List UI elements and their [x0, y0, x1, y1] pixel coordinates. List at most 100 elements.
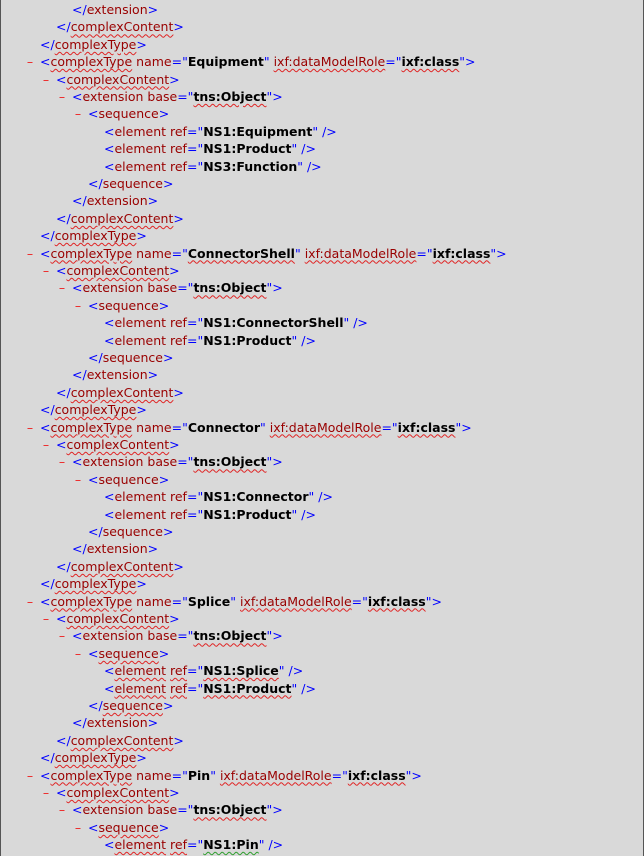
xml-code: <element ref="NS1:Equipment" /> — [104, 123, 337, 140]
xml-token: =" — [186, 332, 204, 348]
collapse-toggle[interactable]: – — [42, 611, 50, 626]
xml-token: </ — [40, 402, 55, 418]
xml-token: NS1:ConnectorShell — [203, 315, 344, 331]
xml-token: ref — [170, 837, 187, 853]
collapse-toggle[interactable]: – — [42, 263, 50, 278]
xml-token: ref — [170, 680, 187, 696]
xml-token: Splice — [187, 593, 231, 609]
xml-token: < — [104, 837, 115, 853]
collapse-toggle[interactable]: – — [74, 106, 82, 122]
collapse-toggle[interactable]: – — [26, 54, 34, 70]
xml-token: < — [104, 506, 115, 522]
xml-token: sequence — [102, 698, 163, 713]
xml-line: –<complexType name="Equipment" ixf:dataM… — [1, 53, 643, 70]
xml-token: </ — [40, 750, 55, 766]
xml-token: > — [158, 471, 170, 487]
xml-line: <element ref="NS1:Product" /> — [1, 140, 643, 157]
xml-token: complexContent — [66, 263, 170, 278]
xml-token: " /> — [308, 489, 333, 505]
collapse-toggle[interactable]: – — [58, 454, 66, 470]
xml-token: < — [56, 263, 67, 278]
collapse-toggle[interactable]: – — [42, 71, 50, 87]
collapse-toggle[interactable]: – — [58, 802, 66, 818]
xml-token: complexType — [50, 245, 133, 261]
collapse-toggle[interactable]: – — [58, 280, 66, 296]
xml-token: < — [40, 245, 51, 261]
xml-code: </extension> — [72, 540, 158, 557]
xml-token: =" — [171, 593, 188, 609]
xml-token: base — [143, 802, 178, 818]
collapse-toggle[interactable]: – — [26, 593, 34, 609]
xml-token: complexType — [50, 419, 133, 435]
xml-token: complexType — [50, 593, 133, 609]
xml-token: > — [147, 541, 159, 557]
xml-token: < — [104, 123, 115, 139]
xml-token: sequence — [98, 106, 159, 122]
xml-token: "> — [425, 593, 442, 609]
xml-token: " /> — [312, 123, 337, 139]
xml-token: =" — [177, 89, 194, 104]
xml-token: complexContent — [66, 71, 170, 87]
xml-token: </ — [88, 176, 103, 191]
xml-token: </ — [88, 698, 103, 713]
collapse-toggle[interactable]: – — [74, 297, 82, 313]
xml-code: <extension base="tns:Object"> — [72, 88, 283, 105]
collapse-toggle[interactable]: – — [74, 645, 82, 661]
xml-line: –<sequence> — [1, 471, 643, 488]
xml-token: < — [104, 680, 115, 696]
collapse-toggle[interactable]: – — [74, 819, 82, 835]
xml-line: </extension> — [1, 366, 643, 383]
xml-token: name — [132, 245, 172, 261]
xml-token: < — [104, 332, 115, 348]
collapse-toggle[interactable]: – — [42, 785, 50, 800]
xml-line: –<extension base="tns:Object"> — [1, 801, 643, 818]
collapse-toggle[interactable]: – — [26, 419, 34, 435]
xml-token: =" — [385, 54, 402, 70]
xml-code: </complexContent> — [56, 18, 184, 35]
xml-token: sequence — [98, 819, 159, 835]
xml-token: > — [158, 297, 170, 313]
xml-code: <element ref="NS1:Product" /> — [104, 506, 316, 523]
xml-token: complexContent — [70, 558, 174, 574]
xml-token: extension — [86, 715, 148, 731]
xml-token: > — [147, 367, 159, 383]
collapse-toggle[interactable]: – — [58, 89, 66, 104]
xml-token: ixf:dataModelRole — [269, 419, 382, 435]
xml-token: </ — [56, 732, 71, 748]
xml-token: > — [173, 732, 184, 748]
xml-token: sequence — [102, 350, 163, 365]
xml-token: < — [72, 454, 83, 470]
xml-code: <extension base="tns:Object"> — [72, 801, 283, 818]
xml-token: extension — [82, 628, 144, 644]
xml-token: NS1:Pin — [203, 837, 259, 853]
xml-token: ref — [166, 332, 187, 348]
xml-token: =" — [416, 245, 433, 261]
xml-token: < — [56, 785, 67, 800]
xml-token: > — [147, 715, 159, 731]
xml-line: <element ref="NS1:Equipment" /> — [1, 123, 643, 140]
xml-line: </extension> — [1, 192, 643, 209]
xml-token: =" — [177, 802, 194, 818]
xml-token: =" — [381, 419, 398, 435]
xml-code: <element ref="NS1:Product" /> — [104, 332, 316, 349]
collapse-toggle[interactable]: – — [74, 471, 82, 487]
xml-token: "> — [490, 245, 507, 261]
xml-token: complexType — [50, 54, 133, 70]
xml-token: base — [143, 89, 178, 104]
xml-token: NS1:Product — [203, 332, 292, 348]
xml-token: element — [114, 506, 167, 522]
xml-token: < — [104, 489, 115, 505]
xml-code: <sequence> — [88, 819, 169, 836]
xml-line: <element ref="NS3:Function" /> — [1, 158, 643, 175]
xml-token: complexContent — [70, 732, 174, 748]
collapse-toggle[interactable]: – — [26, 767, 34, 783]
collapse-toggle[interactable]: – — [26, 245, 34, 261]
collapse-toggle[interactable]: – — [42, 437, 50, 452]
xml-token: NS1:Product — [203, 680, 292, 696]
xml-line: –<extension base="tns:Object"> — [1, 627, 643, 644]
xml-code: <extension base="tns:Object"> — [72, 453, 283, 470]
xml-code: </complexType> — [40, 227, 147, 244]
xml-token: "> — [266, 89, 283, 104]
collapse-toggle[interactable]: – — [58, 628, 66, 644]
xml-line: <element ref="NS1:ConnectorShell" /> — [1, 314, 643, 331]
